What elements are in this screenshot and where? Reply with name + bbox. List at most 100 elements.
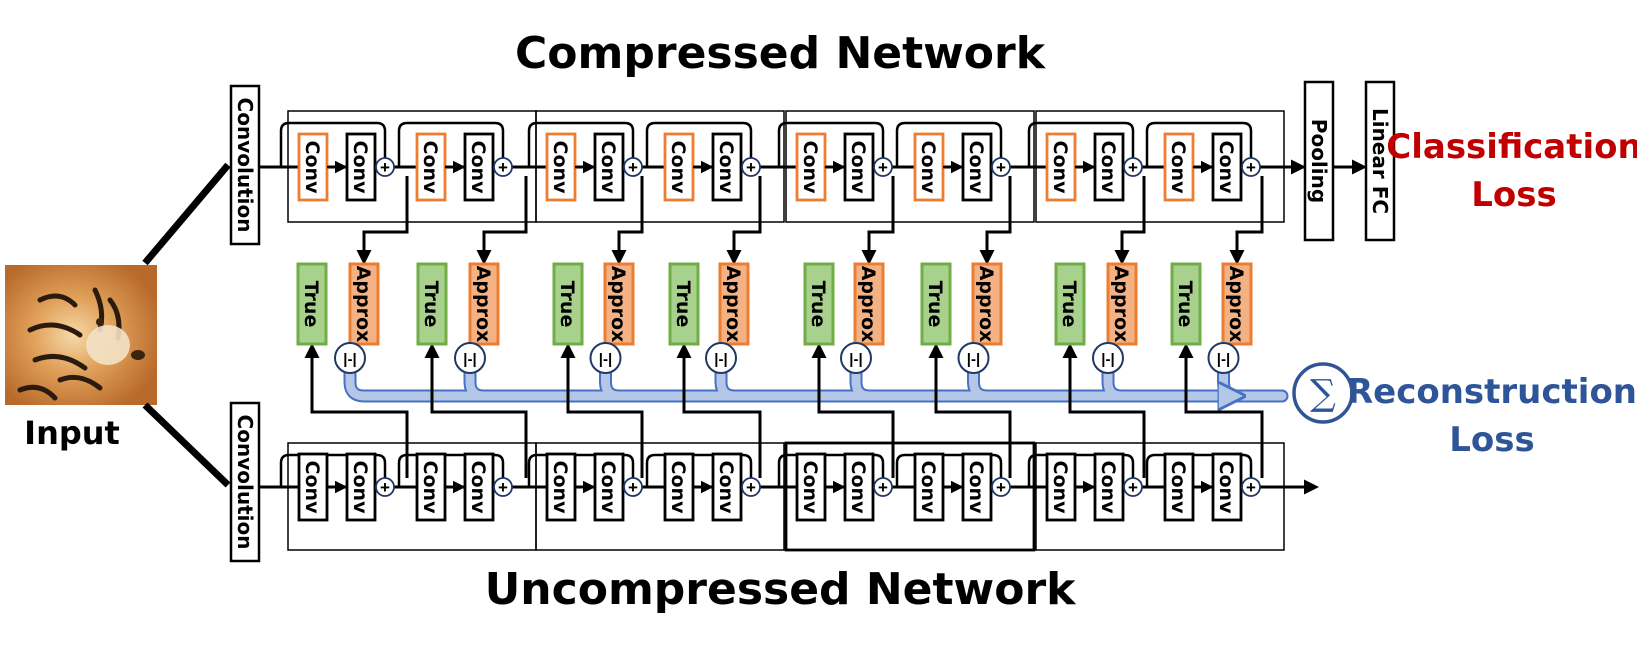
uncompressed-tap-arrow (560, 343, 644, 478)
abs-diff-icon: |-| (849, 351, 862, 368)
skip-connection (1027, 453, 1135, 487)
conv-block: Conv (843, 452, 875, 522)
true-label: True (1174, 281, 1196, 328)
conv-label: Conv (419, 461, 441, 515)
conv-label: Conv (1097, 141, 1119, 195)
compressed-tap-arrow (726, 176, 762, 265)
addition-node: + (1123, 157, 1143, 177)
summation-node: ∑ (1292, 362, 1354, 424)
conv-block: Conv (913, 452, 945, 522)
conv-label: Conv (301, 461, 323, 515)
approx-label: Approx (1110, 266, 1132, 343)
true-label: True (300, 281, 322, 328)
skip-connection (777, 121, 885, 167)
absolute-difference-node: |-| (1092, 342, 1124, 374)
conv-block: Conv (663, 452, 695, 522)
true-label: True (1058, 281, 1080, 328)
conv-block: Conv (545, 132, 577, 202)
true-label: True (556, 281, 578, 328)
skip-connection (397, 453, 505, 487)
skip-connection (895, 121, 1003, 167)
conv-label: Conv (1167, 461, 1189, 515)
compressed-tap-arrow (861, 176, 895, 265)
linear-fc-block: Linear FC (1364, 80, 1396, 242)
plus-icon: + (996, 158, 1006, 177)
approx-label: Approx (352, 266, 374, 343)
conv-label: Conv (715, 141, 737, 195)
addition-node: + (623, 157, 643, 177)
conv-label: Conv (965, 461, 987, 515)
conv-block: Conv (795, 132, 827, 202)
addition-node: + (1123, 477, 1143, 497)
abs-diff-icon: |-| (967, 351, 980, 368)
plus-icon: + (628, 158, 638, 177)
conv-block: Conv (795, 452, 827, 522)
skip-connection (1145, 121, 1253, 167)
plus-icon: + (380, 158, 390, 177)
approx-label: Approx (607, 266, 629, 343)
conv-label: Conv (847, 141, 869, 195)
true-activation-block: True (552, 262, 584, 346)
true-activation-block: True (668, 262, 700, 346)
addition-node: + (991, 157, 1011, 177)
conv-block: Conv (463, 132, 495, 202)
compressed-network-title: Compressed Network (515, 28, 1047, 79)
plus-icon: + (380, 478, 390, 497)
absolute-difference-node: |-| (957, 342, 990, 374)
approx-activation-block: Approx (718, 262, 750, 346)
true-label: True (672, 281, 694, 328)
conv-label: Conv (1167, 141, 1189, 195)
uncompressed-tap-arrow (676, 343, 762, 478)
absolute-difference-node: |-| (705, 342, 737, 374)
approx-activation-block: Approx (468, 262, 500, 346)
uncompressed-convolution-stem: Convolution (229, 401, 261, 563)
conv-block: Conv (1093, 132, 1125, 202)
input-branch-bottom (142, 402, 231, 488)
absolute-difference-node: |-| (589, 342, 622, 374)
conv-block: Conv (711, 132, 743, 202)
conv-label: Conv (301, 141, 323, 195)
conv-block: Conv (415, 132, 447, 202)
conv-block: Conv (711, 452, 743, 522)
plus-icon: + (1246, 478, 1256, 497)
skip-connection (1145, 453, 1253, 487)
abs-diff-icon: |-| (463, 351, 476, 368)
addition-node: + (1241, 157, 1261, 177)
conv-label: Conv (1049, 461, 1071, 515)
conv-label: Conv (917, 461, 939, 515)
approx-label: Approx (857, 266, 879, 343)
conv-label: Conv (467, 141, 489, 195)
approx-label: Approx (1225, 266, 1247, 343)
conv-block: Conv (1211, 452, 1243, 522)
uncompressed-tap-arrow (424, 343, 528, 478)
compressed-convolution-label: Convolution (233, 98, 257, 233)
addition-node: + (375, 477, 395, 497)
approx-label: Approx (722, 266, 744, 343)
conv-block: Conv (961, 132, 993, 202)
abs-diff-icon: |-| (599, 351, 612, 368)
skip-connection (777, 453, 885, 487)
conv-block: Conv (1211, 132, 1243, 202)
addition-node: + (375, 157, 395, 177)
conv-label: Conv (667, 141, 689, 195)
abs-diff-icon: |-| (714, 351, 727, 368)
addition-node: + (493, 157, 513, 177)
reconstruction-path (345, 369, 1287, 396)
conv-block: Conv (415, 452, 447, 522)
skip-connection (527, 453, 635, 487)
skip-connection (1027, 121, 1135, 167)
uncompressed-convolution-label: Convolution (233, 415, 257, 550)
skip-connection (279, 121, 387, 167)
conv-label: Conv (349, 461, 371, 515)
conv-block: Conv (297, 132, 329, 202)
input-tiger-image (5, 265, 157, 405)
classification-loss-line2: Loss (1471, 175, 1557, 215)
